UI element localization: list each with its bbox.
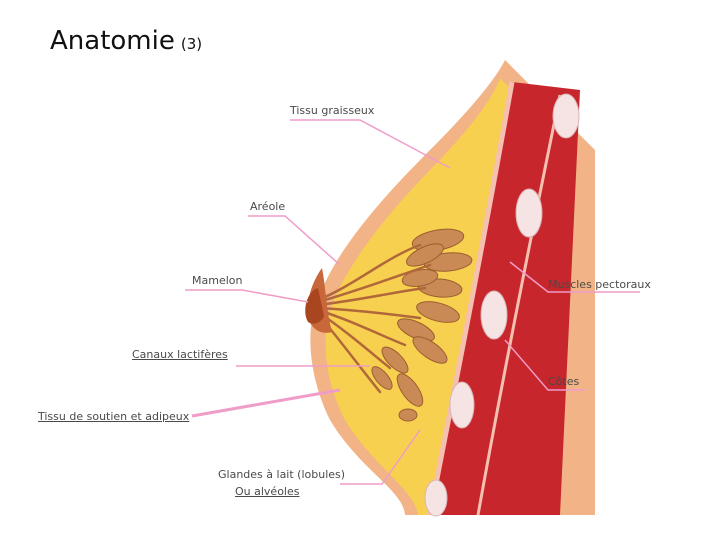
pointer-glandes [340,429,421,485]
rib [449,381,475,429]
pointer-mamelon [185,289,309,303]
label-tissu-graisseux: Tissu graisseux [290,104,375,117]
rib [552,93,580,139]
label-tissu-soutien: Tissu de soutien et adipeux [38,410,190,423]
duct [316,263,432,304]
pointer-cotes [504,339,585,391]
lobule [371,366,393,390]
duct [316,306,422,320]
label-alveoles: Ou alvéoles [235,485,300,498]
label-muscles-pectoraux: Muscles pectoraux [548,278,651,291]
lobule [381,346,409,374]
ribs [424,93,580,517]
nipple [305,288,324,324]
lobule [397,318,435,342]
title-text: Anatomie [50,26,175,56]
rib [424,479,448,517]
page-title: Anatomie (3) [50,26,202,56]
label-canaux-lactiferes: Canaux lactifères [132,348,228,361]
label-pointers [185,119,640,485]
lobule [416,301,460,323]
duct [316,286,427,307]
pointer-muscles [509,261,640,293]
title-suffix: (3) [180,35,203,53]
muscle-fascia-line [476,94,562,516]
pointer-tissu-graisseux [290,119,451,169]
lobule [396,373,424,407]
rib [515,188,543,238]
pointer-tissu-soutien [191,388,341,418]
pointer-areole [248,215,341,266]
lobule [398,408,418,422]
duct [316,243,422,302]
rib [480,290,508,340]
muscle-fascia-line [427,81,515,516]
gland-lobules [371,228,473,422]
label-cotes: Côtes [548,375,580,388]
label-glandes-lait: Glandes à lait (lobules) [218,468,346,481]
lobule [412,336,448,364]
label-areole: Aréole [250,200,286,213]
label-mamelon: Mamelon [192,274,243,287]
lobule [406,243,444,267]
